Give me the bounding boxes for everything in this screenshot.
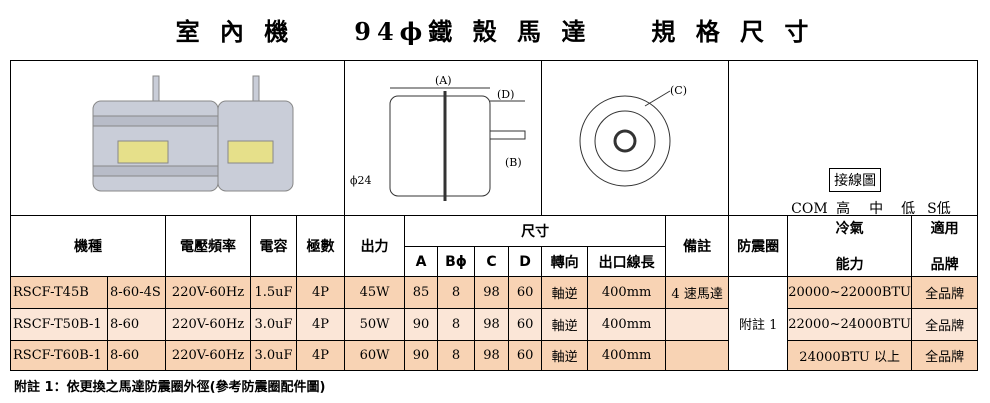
cell-d: 60 bbox=[508, 308, 543, 341]
cell-model: RSCF-T45B bbox=[10, 276, 108, 309]
title-part: 94ϕ鐵 殼 馬 達 bbox=[354, 17, 592, 46]
cell-capacity: 24000BTU 以上 bbox=[787, 340, 913, 371]
wiring-tap: 低 bbox=[901, 201, 916, 216]
dim-b-label: (B) bbox=[505, 156, 522, 169]
cell-cap: 1.5uF bbox=[250, 276, 297, 309]
cell-voltage: 220V-60Hz bbox=[165, 308, 251, 341]
cell-poles: 4P bbox=[295, 308, 346, 341]
header-brand-line: 適用 bbox=[930, 221, 959, 237]
cell-wire: 400mm bbox=[587, 340, 667, 371]
cell-cap: 3.0uF bbox=[250, 340, 297, 371]
cell-dir: 軸逆 bbox=[541, 276, 589, 309]
side-view-icon: (A) (D) (B) ϕ24 bbox=[350, 74, 526, 201]
header-capacity-line: 能力 bbox=[835, 257, 864, 273]
cell-c: 98 bbox=[474, 308, 510, 341]
header-capacitor: 電容 bbox=[250, 215, 297, 277]
cell-wire: 400mm bbox=[587, 276, 667, 309]
header-brand-line: 品牌 bbox=[930, 257, 959, 273]
cell-a: 90 bbox=[404, 308, 439, 341]
header-power: 出力 bbox=[344, 215, 406, 277]
header-size: 尺寸 bbox=[404, 215, 667, 247]
cell-a: 85 bbox=[404, 276, 439, 309]
cell-poles: 4P bbox=[295, 340, 346, 371]
header-capacity-line: 冷氣 bbox=[835, 221, 864, 237]
table-row: RSCF-T45B 8-60-4S 220V-60Hz 1.5uF 4P 45W… bbox=[10, 276, 979, 371]
cell-b: 8 bbox=[437, 308, 476, 341]
header-wire: 出口線長 bbox=[587, 246, 667, 277]
cell-dir: 軸逆 bbox=[541, 340, 589, 371]
title-part: 室 內 機 bbox=[175, 17, 295, 46]
cell-c: 98 bbox=[474, 340, 510, 371]
header-a: A bbox=[404, 246, 439, 277]
cell-poles: 4P bbox=[295, 276, 346, 309]
wiring-diagram: 接線圖 COM 高 中 低 S低 Cr 紅 黑 白 黃 藍 藍 bbox=[728, 60, 979, 216]
cell-brand: 全品牌 bbox=[911, 276, 979, 309]
wiring-com: COM bbox=[791, 201, 828, 216]
header-model: 機種 bbox=[10, 215, 166, 277]
front-view-icon: (C) bbox=[579, 84, 687, 187]
cell-remark bbox=[665, 308, 730, 341]
front-dimension-drawing: (C) bbox=[541, 60, 730, 216]
cell-c: 98 bbox=[474, 276, 510, 309]
cell-code: 8-60 bbox=[107, 308, 166, 341]
cell-brand: 全品牌 bbox=[911, 308, 979, 341]
cell-code: 8-60-4S bbox=[107, 276, 166, 309]
cell-voltage: 220V-60Hz bbox=[165, 276, 251, 309]
cell-b: 8 bbox=[437, 276, 476, 309]
cell-remark bbox=[665, 340, 730, 371]
header-brand: 適用品牌 bbox=[911, 215, 979, 277]
table-row: RSCF-T60B-1 8-60 220V-60Hz 3.0uF 4P 60W … bbox=[10, 340, 979, 371]
header-b: Bϕ bbox=[437, 246, 476, 277]
cell-remark: 4 速馬達 bbox=[665, 276, 730, 309]
cell-model: RSCF-T60B-1 bbox=[10, 340, 108, 371]
cell-model: RSCF-T50B-1 bbox=[10, 308, 108, 341]
header-damper: 防震圈 bbox=[728, 215, 789, 277]
dim-c-label: (C) bbox=[670, 84, 687, 97]
cell-b: 8 bbox=[437, 340, 476, 371]
cell-a: 90 bbox=[404, 340, 439, 371]
title-part: 規 格 尺 寸 bbox=[651, 17, 815, 46]
cell-cap: 3.0uF bbox=[250, 308, 297, 341]
page-title: 室 內 機 94ϕ鐵 殼 馬 達 規 格 尺 寸 bbox=[0, 12, 990, 47]
cell-power: 50W bbox=[344, 308, 406, 341]
cell-code: 8-60 bbox=[107, 340, 166, 371]
cell-dir: 軸逆 bbox=[541, 308, 589, 341]
header-capacity: 冷氣能力 bbox=[787, 215, 913, 277]
wiring-tap: 高 bbox=[836, 201, 851, 216]
footnote: 附註 1：依更換之馬達防震圈外徑(參考防震圈配件圖) bbox=[14, 380, 326, 395]
dim-d-label: (D) bbox=[497, 88, 514, 101]
wiring-title: 接線圖 bbox=[829, 168, 882, 192]
cell-capacity: 20000~22000BTU bbox=[787, 276, 913, 309]
cell-damper: 附註 1 bbox=[728, 276, 789, 371]
cell-power: 60W bbox=[344, 340, 406, 371]
cell-voltage: 220V-60Hz bbox=[165, 340, 251, 371]
header-c: C bbox=[474, 246, 510, 277]
header-poles: 極數 bbox=[295, 215, 346, 277]
header-direction: 轉向 bbox=[541, 246, 589, 277]
cell-wire: 400mm bbox=[587, 308, 667, 341]
cell-d: 60 bbox=[508, 340, 543, 371]
motor-photo bbox=[9, 60, 346, 216]
motor-photo-icon bbox=[92, 75, 294, 192]
spec-table: (A) (D) (B) ϕ24 (C) 接線圖 COM 高 中 低 S低 Cr … bbox=[9, 60, 979, 371]
wiring-tap: 中 bbox=[869, 201, 884, 216]
table-row: RSCF-T50B-1 8-60 220V-60Hz 3.0uF 4P 50W … bbox=[10, 308, 979, 341]
wiring-lines-icon bbox=[729, 138, 978, 216]
wiring-tap: S低 bbox=[927, 201, 951, 216]
dim-phi-label: ϕ24 bbox=[350, 174, 372, 187]
side-dimension-drawing: (A) (D) (B) ϕ24 bbox=[344, 60, 543, 216]
cell-capacity: 22000~24000BTU bbox=[787, 308, 913, 341]
header-voltage: 電壓頻率 bbox=[165, 215, 251, 277]
header-remark: 備註 bbox=[665, 215, 730, 277]
header-d: D bbox=[508, 246, 543, 277]
cell-power: 45W bbox=[344, 276, 406, 309]
cell-brand: 全品牌 bbox=[911, 340, 979, 371]
dim-a-label: (A) bbox=[435, 74, 452, 87]
cell-d: 60 bbox=[508, 276, 543, 309]
